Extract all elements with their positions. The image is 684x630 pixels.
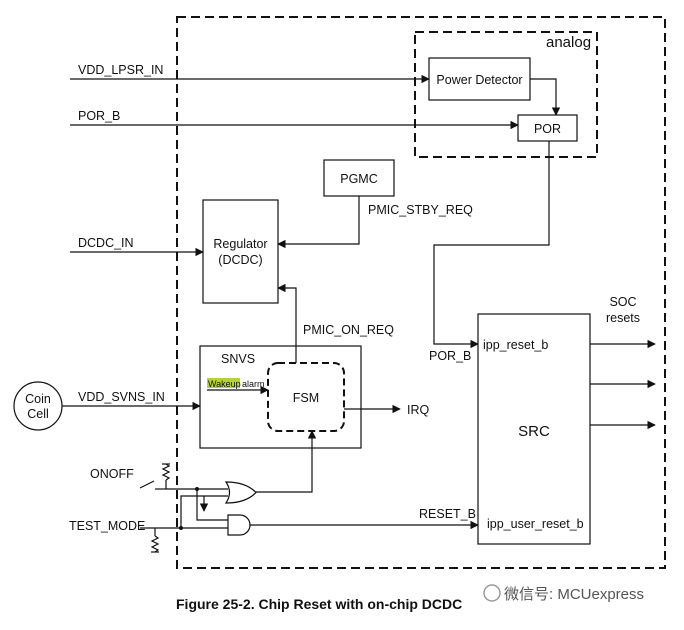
or-to-fsm-wire <box>256 430 317 493</box>
figure-caption: Figure 25-2. Chip Reset with on-chip DCD… <box>176 596 462 612</box>
por-b-src-label: POR_B <box>429 349 471 363</box>
vdd-svns-in-label: VDD_SVNS_IN <box>78 390 165 404</box>
pmic-stby-req-label: PMIC_STBY_REQ <box>368 203 473 217</box>
watermark-text: 微信号: MCUexpress <box>504 586 644 603</box>
dcdc-in-label: DCDC_IN <box>78 236 134 250</box>
onoff-resistor <box>161 463 171 481</box>
regulator-label-line2: (DCDC) <box>218 253 262 267</box>
soc-resets-label-line1: SOC <box>609 295 636 309</box>
onoff-switch-bar <box>139 480 155 489</box>
wechat-icon <box>483 584 501 602</box>
regulator-label-line1: Regulator <box>213 237 267 251</box>
pmic-on-req-label: PMIC_ON_REQ <box>303 323 394 337</box>
test-mode-label: TEST_MODE <box>69 519 145 533</box>
power-detector-label: Power Detector <box>436 73 522 87</box>
vdd-lpsr-in-label: VDD_LPSR_IN <box>78 63 163 77</box>
fsm-block <box>267 362 345 432</box>
test-mode-resistor <box>150 535 160 553</box>
junction-dot-2 <box>179 526 183 530</box>
ipp-user-reset-b-label: ipp_user_reset_b <box>487 517 584 531</box>
src-block <box>477 313 591 545</box>
alarm-label: alarm <box>242 379 265 389</box>
pmic-on-req-wire <box>277 283 297 363</box>
src-label: SRC <box>518 423 550 440</box>
regulator-block <box>202 199 279 304</box>
coin-cell-label-line2: Cell <box>27 407 49 421</box>
test-mode-to-or-wire <box>180 495 228 528</box>
wechat-watermark: 微信号: MCUexpress <box>483 584 644 603</box>
pgmc-label: PGMC <box>340 172 378 186</box>
pgmc-block <box>323 159 395 197</box>
wakeup-label: Wakeup <box>208 379 241 389</box>
snvs-label: SNVS <box>221 352 255 366</box>
analog-region <box>414 31 598 158</box>
pmic-stby-req-wire <box>277 196 360 249</box>
pd-to-por-wire <box>530 78 561 116</box>
fsm-label: FSM <box>293 391 319 405</box>
reset-b-label: RESET_B <box>419 507 476 521</box>
or-gate <box>224 481 257 504</box>
coin-cell-label-line1: Coin <box>25 392 51 406</box>
onoff-to-and-wire <box>196 489 228 521</box>
soc-resets-label-line2: resets <box>606 311 640 325</box>
irq-label: IRQ <box>407 403 430 417</box>
wakeup-highlight <box>207 378 240 388</box>
por-b-in-label: POR_B <box>78 109 120 123</box>
chip-boundary <box>176 16 666 569</box>
ipp-reset-b-label: ipp_reset_b <box>483 338 548 352</box>
analog-label: analog <box>546 34 591 51</box>
coin-cell <box>13 381 63 431</box>
and-gate <box>227 514 251 536</box>
por-b-src-wire <box>433 141 550 349</box>
onoff-label: ONOFF <box>90 467 134 481</box>
junction-dot-1 <box>195 487 199 491</box>
por-label: POR <box>534 122 561 136</box>
